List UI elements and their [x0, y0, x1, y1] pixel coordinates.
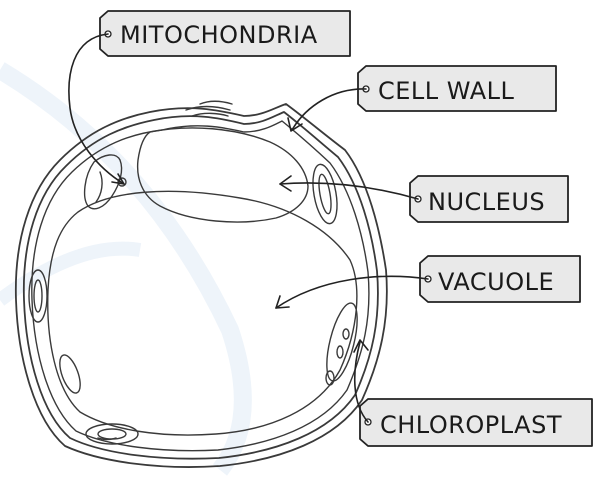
- label-chloroplast: CHLOROPLAST: [354, 340, 592, 446]
- label-cell-wall: CELL WALL: [288, 66, 556, 131]
- nucleus: [138, 128, 308, 222]
- label-cell-wall-text: CELL WALL: [378, 77, 515, 105]
- label-nucleus-text: NUCLEUS: [428, 188, 545, 216]
- label-vacuole-text: VACUOLE: [438, 268, 554, 296]
- label-nucleus: NUCLEUS: [280, 176, 568, 222]
- vacuole: [48, 191, 357, 435]
- label-mitochondria-text: MITOCHONDRIA: [120, 21, 318, 49]
- arrow-cell-wall: [292, 89, 366, 130]
- label-chloroplast-text: CHLOROPLAST: [380, 411, 562, 439]
- label-vacuole: VACUOLE: [276, 256, 580, 308]
